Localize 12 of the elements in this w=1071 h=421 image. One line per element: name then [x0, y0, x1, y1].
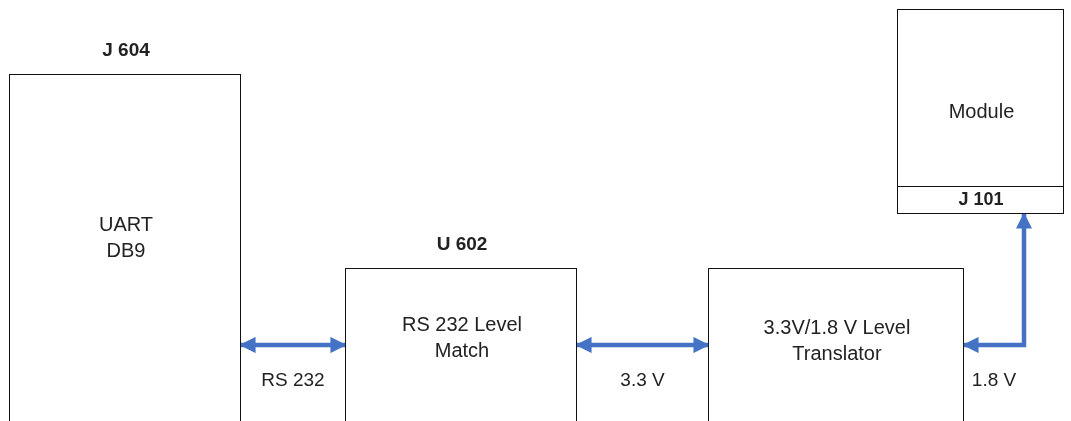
block-box — [708, 268, 964, 421]
block-label: 3.3V/1.8 V Level Translator — [762, 315, 912, 366]
block-heading: U 602 — [435, 233, 489, 255]
block-box — [897, 9, 1064, 214]
double-arrow — [575, 336, 710, 354]
double-arrow — [962, 212, 1033, 354]
block-label: RS 232 Level Match — [400, 312, 524, 363]
connector-label: J 101 — [957, 189, 1005, 210]
block-heading: J 604 — [101, 39, 151, 61]
block-label: Module — [947, 99, 1016, 124]
block-label: UART DB9 — [97, 212, 155, 263]
double-arrow — [239, 336, 347, 354]
